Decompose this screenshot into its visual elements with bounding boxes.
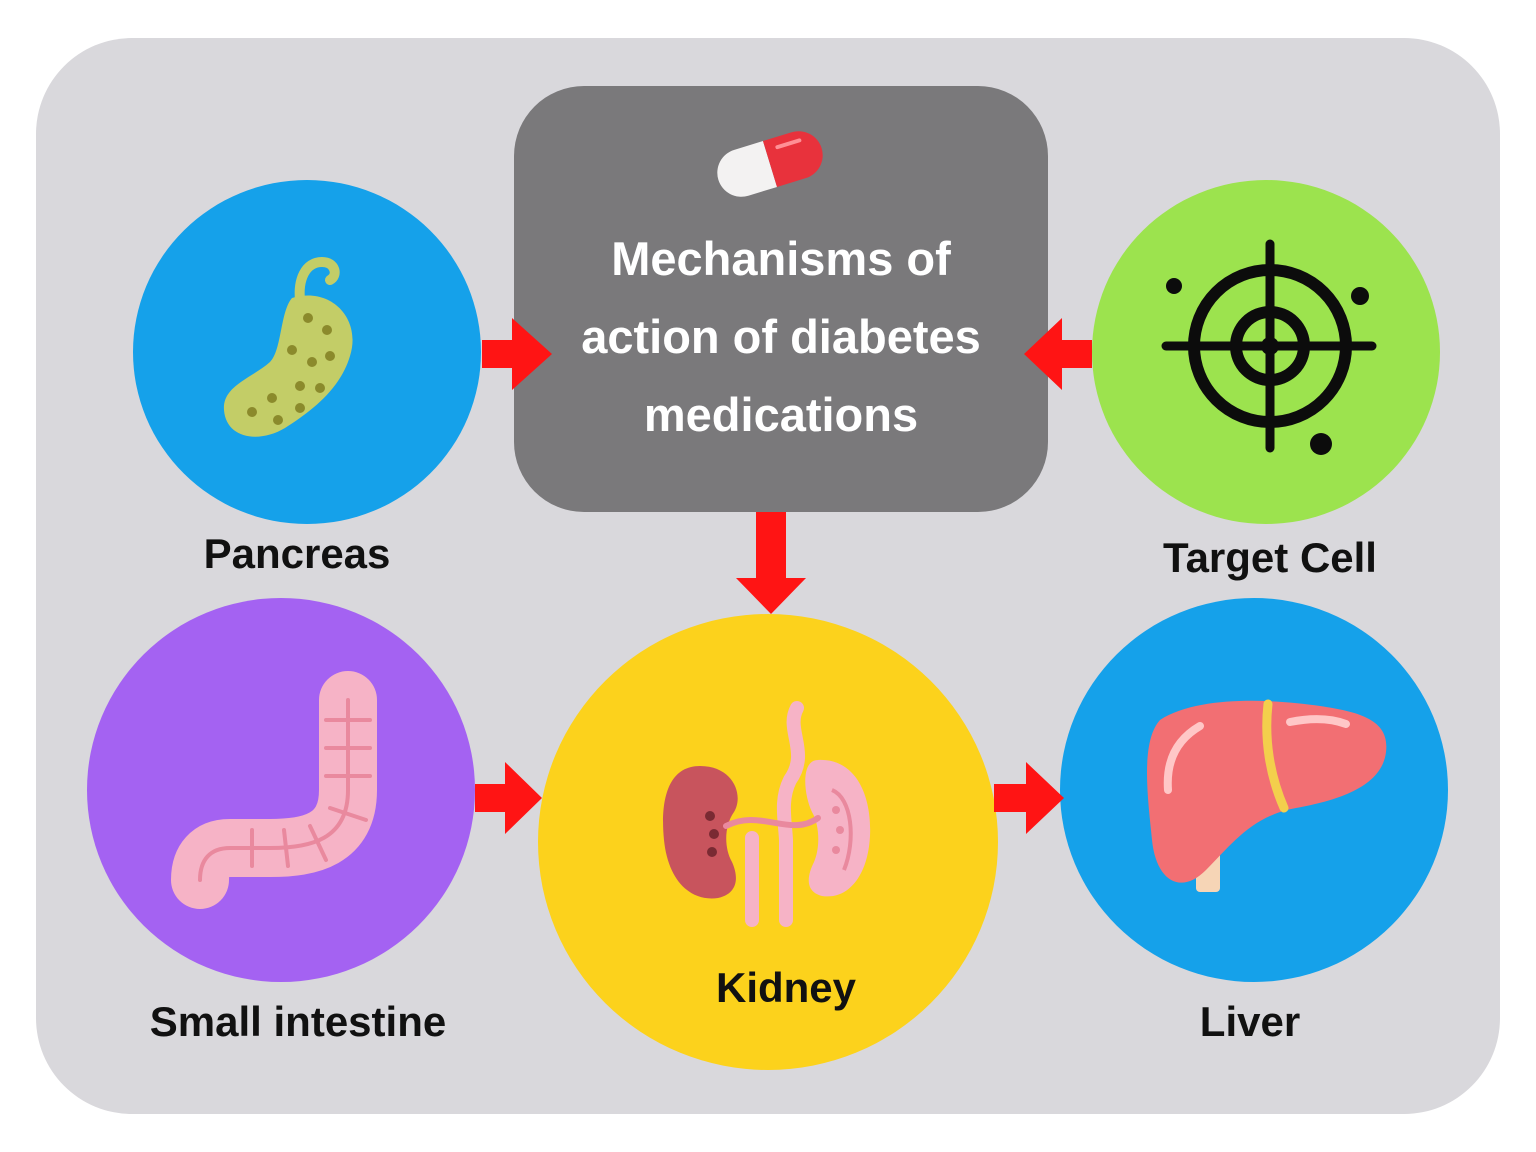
title-line-1: Mechanisms of xyxy=(611,232,951,285)
liver-label: Liver xyxy=(1199,998,1301,1045)
diagram-title: Mechanisms of action of diabetes medicat… xyxy=(514,220,1048,454)
pancreas-label: Pancreas xyxy=(203,530,391,577)
small-intestine-node xyxy=(87,598,475,982)
arrow-kidney-to-liver xyxy=(994,762,1064,834)
pancreas-icon xyxy=(223,256,353,437)
kidneys-icon xyxy=(663,701,871,927)
pill-icon xyxy=(717,131,823,197)
title-line-3: medications xyxy=(643,388,919,441)
target-icon xyxy=(1161,239,1377,455)
arrow-intestine-to-kidney xyxy=(475,762,542,834)
kidney-label: Kidney xyxy=(715,964,857,1011)
arrow-pancreas-to-center xyxy=(482,318,552,390)
arrow-center-to-kidney xyxy=(736,512,806,614)
kidney-node xyxy=(538,614,998,1070)
liver-icon xyxy=(1147,699,1387,892)
title-line-2: action of diabetes xyxy=(581,310,981,363)
small-intestine-label: Small intestine xyxy=(149,998,447,1045)
intestine-icon xyxy=(171,671,377,909)
arrow-target-to-center xyxy=(1024,318,1092,390)
target-cell-label: Target Cell xyxy=(1163,534,1377,581)
